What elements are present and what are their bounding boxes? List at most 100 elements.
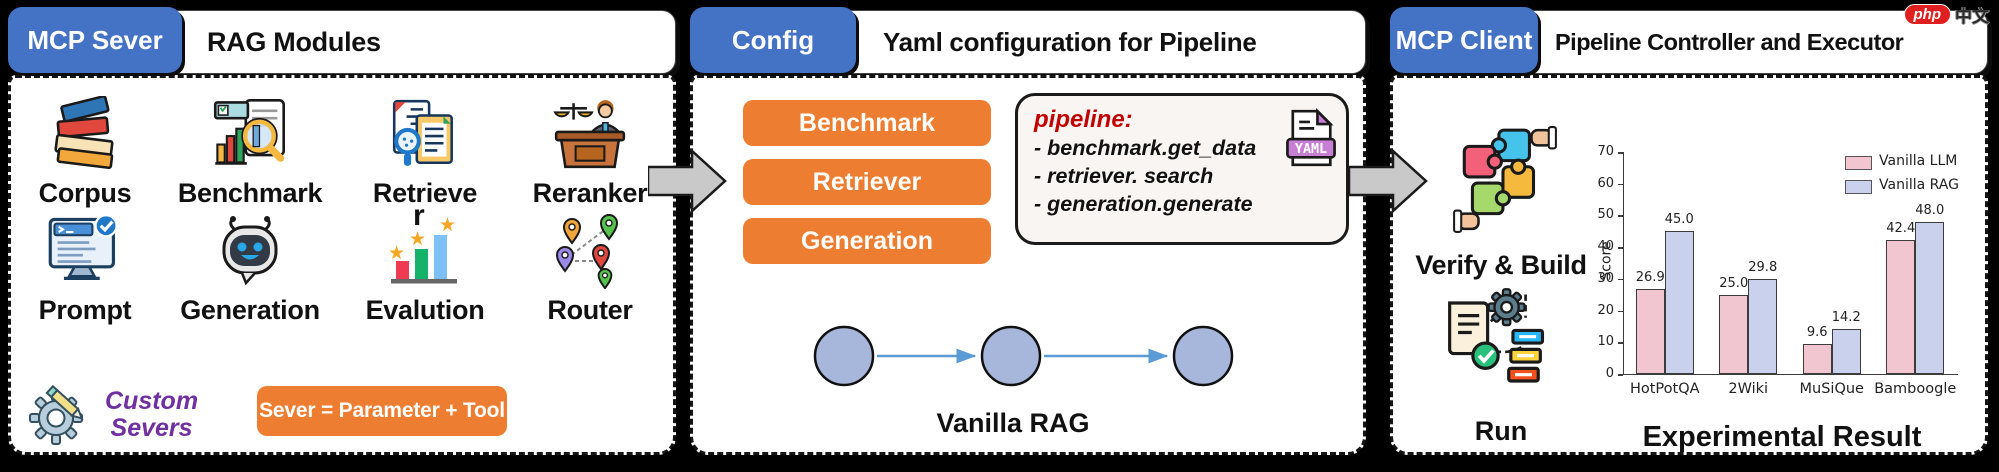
config-retriever-button: Retriever xyxy=(743,159,991,205)
panel-mcp-server: RAG Modules MCP Sever Corpus xyxy=(8,7,676,455)
panel2-body: Benchmark Retriever Generation pipeline:… xyxy=(690,75,1366,455)
chart-bar-vanilla-rag xyxy=(1915,221,1945,374)
module-prompt: Prompt xyxy=(15,207,155,324)
chart-bar-value: 42.4 xyxy=(1886,220,1916,236)
run-label: Run xyxy=(1474,416,1528,446)
module-label: Evalution xyxy=(365,295,485,325)
chart-ytick-mark xyxy=(1618,374,1623,376)
chart-plot-frame xyxy=(1623,152,1958,375)
chart-ytick-mark xyxy=(1618,342,1623,344)
pipeline-code-line: - generation.generate xyxy=(1034,191,1253,216)
chart-ytick-mark xyxy=(1618,310,1623,313)
chart-ytick-label: 10 xyxy=(1597,334,1614,350)
module-corpus: Corpus xyxy=(15,90,155,207)
site-watermark: php 中文 xyxy=(1903,2,1989,27)
chart-ytick-label: 60 xyxy=(1597,175,1614,191)
chart-bar-value: 45.0 xyxy=(1664,212,1694,228)
module-label: Router xyxy=(547,295,633,325)
run-checklist-icon xyxy=(1448,288,1545,383)
chart-bar-value: 9.6 xyxy=(1806,324,1828,340)
panel1-body: Corpus xyxy=(8,75,676,455)
books-icon xyxy=(54,96,114,170)
module-label: Prompt xyxy=(38,295,132,325)
chart-xtick-label: 2Wiki xyxy=(1728,381,1769,397)
robot-icon xyxy=(222,216,278,286)
gear-pencil-icon xyxy=(29,384,84,445)
chart-ytick-mark xyxy=(1618,152,1623,154)
chart-bar-value: 48.0 xyxy=(1915,202,1945,218)
flow-node-circle xyxy=(1172,325,1234,387)
config-benchmark-button: Benchmark xyxy=(743,100,991,146)
module-label: Reranker xyxy=(532,178,648,208)
star-glyph: ★ xyxy=(439,215,456,236)
chart-xtick-label: HotPotQA xyxy=(1629,381,1700,397)
module-label: Corpus xyxy=(38,178,132,208)
module-benchmark: Benchmark xyxy=(155,90,345,207)
chart-ytick-mark xyxy=(1618,278,1623,281)
flow-node-circle xyxy=(813,325,875,387)
chart-bar-value: 25.0 xyxy=(1719,275,1749,291)
module-router: Router xyxy=(505,207,675,324)
panel2-tab: Config xyxy=(690,7,856,73)
module-label: Generation xyxy=(180,295,320,325)
chart-xtick-label: MuSiQue xyxy=(1799,381,1864,397)
judge-desk-icon xyxy=(553,100,626,169)
legend-label: Vanilla RAG xyxy=(1879,177,1959,193)
flow-node-circle xyxy=(980,325,1042,387)
chart-ytick-label: 50 xyxy=(1597,207,1614,223)
chart-bar-vanilla-rag xyxy=(1748,279,1778,374)
chart-ytick-mark xyxy=(1618,247,1623,249)
rag-modules-grid: Corpus xyxy=(11,90,673,324)
panel3-tab: MCP Client xyxy=(1390,7,1538,73)
vanilla-rag-label: Vanilla RAG xyxy=(936,408,1090,438)
config-generation-button: Generation xyxy=(743,218,991,264)
custom-servers: Custom Severs xyxy=(29,384,198,446)
server-formula-button: Sever = Parameter + Tool xyxy=(257,386,507,436)
pipeline-code-line: - benchmark.get_data xyxy=(1034,135,1257,160)
panel2-title: Yaml configuration for Pipeline xyxy=(883,26,1257,57)
chart-ylabel: Score xyxy=(1598,241,1615,281)
chart-title: Experimental Result xyxy=(1642,421,1922,453)
vanilla-rag-flow xyxy=(813,325,1234,387)
module-label: Benchmark xyxy=(177,178,323,208)
panel1-tab: MCP Sever xyxy=(8,7,182,73)
chart-bar-vanilla-llm xyxy=(1635,288,1665,374)
chart-ytick-label: 20 xyxy=(1597,302,1614,318)
module-retrieve: Retrieve xyxy=(345,90,505,207)
chart-bar-vanilla-llm xyxy=(1719,294,1749,374)
panel-flow-arrow-2 xyxy=(1349,148,1428,214)
chart-bar-vanilla-llm xyxy=(1802,343,1832,374)
pipeline-code-header: pipeline: xyxy=(1034,106,1133,133)
custom-servers-label: Custom Severs xyxy=(105,387,199,442)
module-generation: Generation xyxy=(155,207,345,324)
php-logo: php xyxy=(1903,4,1951,25)
pipeline-code-box: pipeline: - benchmark.get_data - retriev… xyxy=(1015,93,1349,245)
chart-bar-value: 14.2 xyxy=(1831,309,1861,325)
panel-config: Yaml configuration for Pipeline Config B… xyxy=(690,7,1366,455)
chart-bar-vanilla-rag xyxy=(1831,328,1861,374)
legend-swatch-vanilla-llm xyxy=(1845,156,1872,170)
legend-swatch-vanilla-rag xyxy=(1845,180,1872,194)
map-pins-icon xyxy=(555,214,619,289)
chart-bar-value: 26.9 xyxy=(1635,269,1665,285)
watermark-cjk-text: 中文 xyxy=(1955,7,1989,26)
module-evalution: r ★ ★ ★ Evalution xyxy=(345,199,505,325)
chart-xtick-label: Bamboogle xyxy=(1874,381,1957,397)
chart-bar-vanilla-llm xyxy=(1886,239,1916,374)
panel3-title: Pipeline Controller and Executor xyxy=(1555,28,1904,55)
module-reranker: Reranker xyxy=(505,90,675,207)
panel-mcp-client: Pipeline Controller and Executor MCP Cli… xyxy=(1390,7,1988,455)
stray-r-text: r xyxy=(413,199,425,232)
yaml-file-icon: YAML xyxy=(1286,108,1336,167)
chart-ytick-label: 30 xyxy=(1597,270,1614,286)
module-label: Retrieve xyxy=(372,178,478,208)
chart-ytick-mark xyxy=(1618,215,1623,217)
verify-build-label: Verify & Build xyxy=(1415,250,1587,280)
chart-magnifier-icon xyxy=(213,99,285,165)
chart-bar-value: 29.8 xyxy=(1748,260,1778,276)
puzzle-hands-icon xyxy=(1453,126,1557,233)
panel-flow-arrow-1 xyxy=(648,148,727,214)
document-search-icon xyxy=(392,99,453,166)
